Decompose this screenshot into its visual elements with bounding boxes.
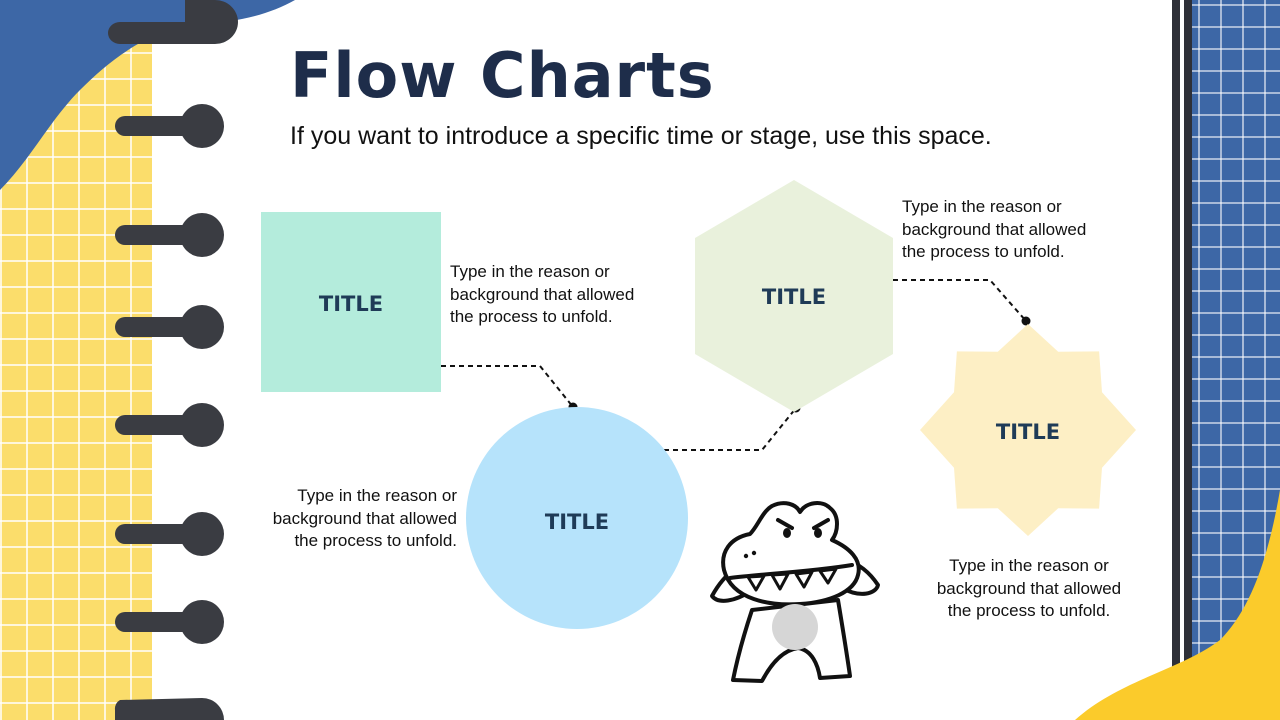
- hexagon-description: Type in the reason or background that al…: [902, 197, 1087, 261]
- hexagon-node-label: TITLE: [761, 285, 827, 309]
- hexagon-node: [695, 180, 893, 412]
- circle-node: [466, 407, 688, 629]
- slide-title: Flow Charts: [290, 39, 715, 112]
- blue-corner-blob: [0, 0, 295, 190]
- circle-description: Type in the reason or background that al…: [272, 486, 457, 550]
- yellow-corner-blob: [1075, 490, 1280, 720]
- slide-subtitle: If you want to introduce a specific time…: [290, 122, 992, 150]
- binder-rings: [108, 0, 238, 720]
- notebook-page-edge: [1172, 0, 1192, 720]
- square-node-label: TITLE: [318, 292, 384, 316]
- star-description: Type in the reason or background that al…: [936, 556, 1122, 620]
- mascot-head: [721, 501, 861, 607]
- square-description: Type in the reason or background that al…: [450, 262, 635, 326]
- star-node: [920, 324, 1136, 536]
- connector-square-to-circle: [441, 365, 574, 408]
- star-node-label: TITLE: [995, 420, 1061, 444]
- square-node: [261, 212, 441, 392]
- circle-node-label: TITLE: [544, 510, 610, 534]
- connectors: [441, 279, 1027, 451]
- mascot-belly: [772, 604, 818, 650]
